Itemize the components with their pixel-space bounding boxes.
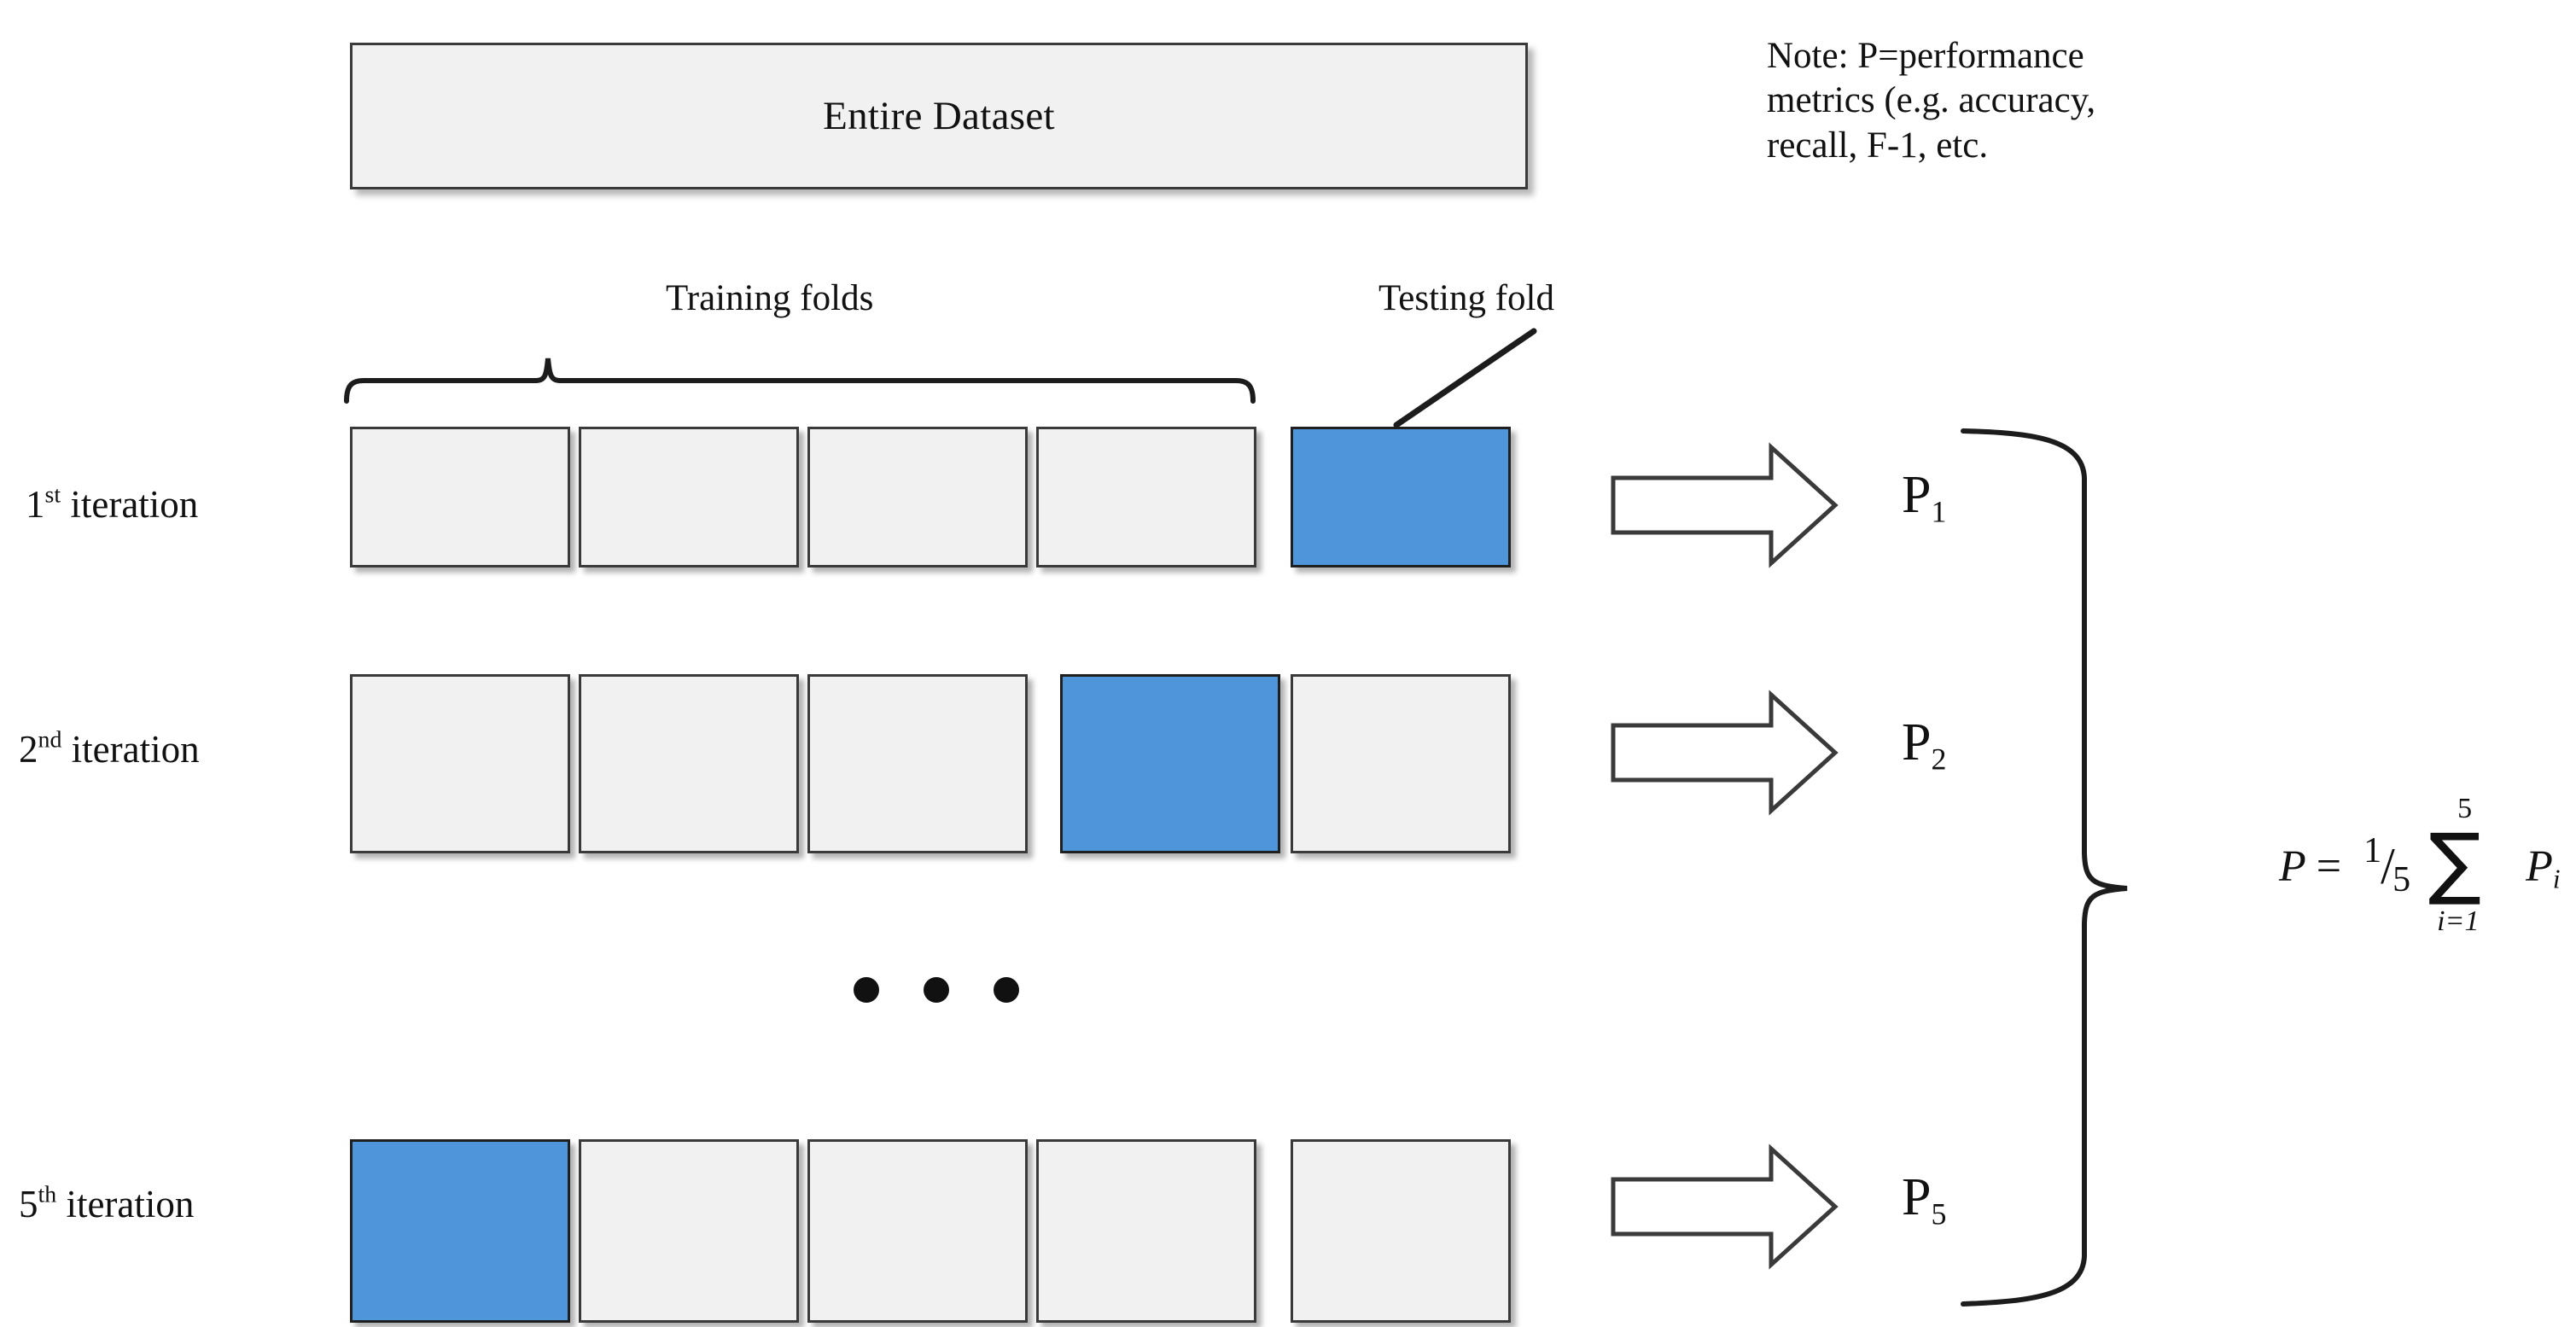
fold-box-r1c3[interactable] (807, 427, 1028, 567)
formula-lhs: P (2279, 841, 2306, 891)
arrow-row-5-icon (1611, 1144, 1839, 1270)
iteration-word-1: iteration (61, 483, 199, 526)
entire-dataset-label: Entire Dataset (823, 94, 1055, 138)
fold-box-r5c2[interactable] (579, 1139, 799, 1323)
formula-term-subscript: i (2552, 864, 2561, 894)
fold-box-r2c3[interactable] (807, 674, 1028, 853)
ellipsis-row (854, 977, 1019, 1003)
fold-box-r2c2[interactable] (579, 674, 799, 853)
iteration-word-5: iteration (56, 1183, 195, 1225)
note-line-3: recall, F-1, etc. (1767, 125, 1989, 166)
formula-fraction: 1 / 5 (2363, 831, 2416, 899)
ellipsis-dot-2 (924, 977, 949, 1003)
formula-fraction-denominator: 5 (2392, 860, 2411, 899)
fold-box-r5c1-testing[interactable] (350, 1139, 570, 1323)
result-symbol-p1: P (1902, 466, 1932, 524)
fold-box-r2c4-testing[interactable] (1060, 674, 1280, 853)
formula-summation: 5 ∑ i=1 (2425, 793, 2509, 937)
result-label-p5: P5 (1902, 1167, 1947, 1231)
result-symbol-p5: P (1902, 1168, 1932, 1226)
summation-upper-limit: 5 (2457, 793, 2473, 824)
fold-box-r5c4[interactable] (1036, 1139, 1256, 1323)
formula-term: Pi (2526, 841, 2561, 894)
note-line-1: Note: P=performance (1767, 36, 2084, 76)
testing-fold-leader-line (1393, 328, 1537, 428)
fold-box-r5c3[interactable] (807, 1139, 1028, 1323)
arrow-row-2-icon (1611, 690, 1839, 816)
fold-box-r2c5[interactable] (1291, 674, 1511, 853)
fold-box-r2c1[interactable] (350, 674, 570, 853)
formula-fraction-slash: / (2381, 838, 2395, 894)
note-block: Note: P=performance metrics (e.g. accura… (1767, 34, 2330, 168)
fold-box-r1c4[interactable] (1036, 427, 1256, 567)
formula-equals: = (2316, 841, 2342, 891)
iteration-ordinal-suffix-2: nd (38, 726, 62, 754)
fold-box-r1c2[interactable] (579, 427, 799, 567)
testing-fold-caption: Testing fold (1378, 278, 1554, 318)
arrow-row-1-icon (1611, 442, 1839, 568)
result-subscript-p1: 1 (1931, 494, 1947, 529)
note-line-2: metrics (e.g. accuracy, (1767, 80, 2096, 121)
iteration-word-2: iteration (61, 728, 200, 771)
fold-box-r1c5-testing[interactable] (1291, 427, 1511, 567)
aggregate-brace-icon (1961, 428, 2128, 1307)
summation-sigma-icon: ∑ (2428, 817, 2482, 908)
iteration-number-5: 5 (19, 1183, 38, 1225)
result-symbol-p2: P (1902, 713, 1932, 771)
fold-box-r1c1[interactable] (350, 427, 570, 567)
result-subscript-p2: 2 (1931, 742, 1947, 777)
summation-lower-limit: i=1 (2437, 905, 2480, 937)
iteration-number-1: 1 (26, 483, 45, 526)
ellipsis-dot-3 (994, 977, 1019, 1003)
result-subscript-p5: 5 (1931, 1196, 1947, 1231)
iteration-label-2: 2nd iteration (19, 727, 200, 771)
ellipsis-dot-1 (854, 977, 879, 1003)
iteration-number-2: 2 (19, 728, 38, 771)
average-performance-formula: P = 1 / 5 5 ∑ i=1 Pi (2279, 793, 2561, 937)
formula-term-symbol: P (2526, 841, 2553, 891)
fold-box-r5c5[interactable] (1291, 1139, 1511, 1323)
iteration-label-1: 1st iteration (26, 482, 198, 527)
result-label-p1: P1 (1902, 465, 1947, 529)
result-label-p2: P2 (1902, 713, 1946, 774)
iteration-ordinal-suffix-1: st (44, 481, 61, 509)
formula-fraction-numerator: 1 (2363, 831, 2382, 870)
entire-dataset-box: Entire Dataset (350, 43, 1528, 189)
iteration-ordinal-suffix-5: th (38, 1181, 57, 1208)
training-folds-caption: Training folds (666, 278, 874, 318)
training-folds-brace-icon (344, 358, 1256, 404)
iteration-label-5: 5th iteration (19, 1182, 194, 1226)
